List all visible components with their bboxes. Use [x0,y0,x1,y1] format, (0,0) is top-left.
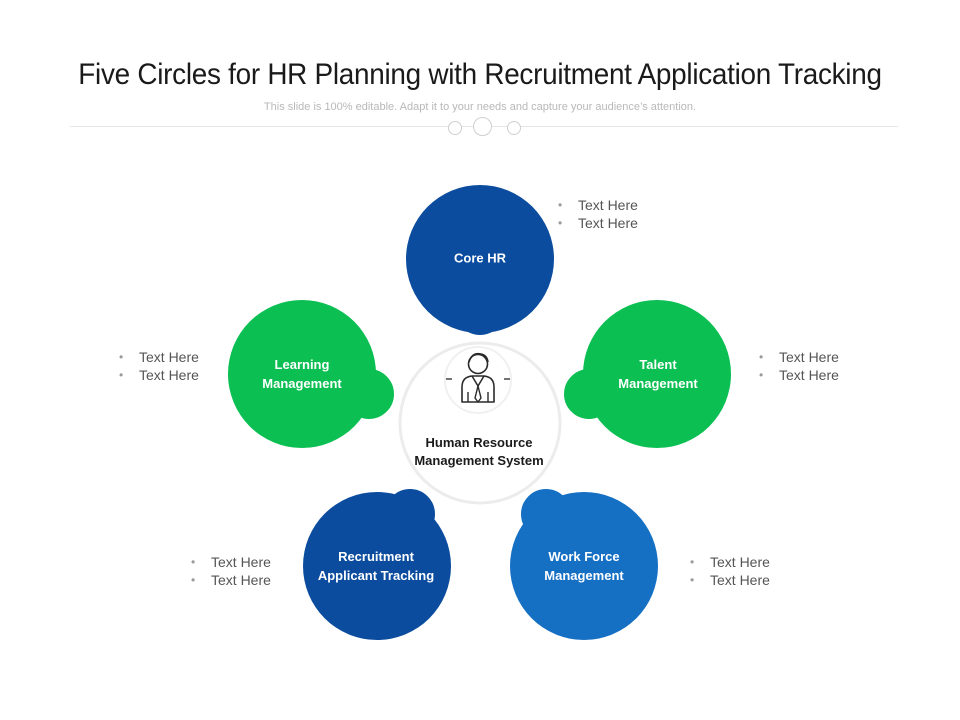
center-hub-label: Human Resource Management System [414,434,543,470]
core-hr-bullets: Text Here Text Here [558,196,638,232]
node-recruitment-applicant-tracking [303,483,451,640]
work-force-management-bullets: Text Here Text Here [690,553,770,589]
bullet-item: Text Here [690,553,770,571]
bullet-item: Text Here [119,348,199,366]
slide-subtitle: This slide is 100% editable. Adapt it to… [263,101,697,113]
center-hub-circle [398,341,562,505]
talent-management-label: Talent Management [618,355,697,393]
recruitment-applicant-tracking-label: Recruitment Applicant Tracking [318,547,434,585]
recruitment-applicant-tracking-circle [303,492,451,640]
slide-title: Five Circles for HR Planning with Recrui… [78,58,882,91]
bullet-item: Text Here [690,571,770,589]
recruitment-applicant-tracking-bullets: Text Here Text Here [191,553,271,589]
business-person-icon [444,346,512,414]
divider-dot-left [448,121,462,135]
node-learning-management [228,300,400,448]
work-force-management-label-line1: Work Force [548,549,620,564]
bullet-item: Text Here [191,553,271,571]
work-force-management-label: Work Force Management [544,547,623,585]
bullet-item: Text Here [558,214,638,232]
core-hr-label: Core HR [454,249,506,268]
bullet-item: Text Here [119,366,199,384]
bullet-item: Text Here [759,366,839,384]
core-hr-label-line1: Core HR [453,250,507,266]
node-core-hr [406,185,554,341]
bullet-item: Text Here [191,571,271,589]
learning-management-label: Learning Management [262,355,341,393]
learning-management-label-line2: Management [262,376,342,391]
talent-management-label-line1: Talent [639,357,677,372]
recruitment-applicant-tracking-label-line1: Recruitment [338,549,414,564]
recruitment-applicant-tracking-label-line2: Applicant Tracking [317,568,435,583]
talent-management-bullets: Text Here Text Here [759,348,839,384]
talent-management-circle [583,300,731,448]
work-force-management-label-line2: Management [544,568,624,583]
divider-dot-right [507,121,521,135]
core-hr-circle [406,185,554,333]
center-hub-label-line1: Human Resource [425,435,533,450]
learning-management-bullets: Text Here Text Here [119,348,199,384]
node-work-force-management [510,483,658,640]
bullet-item: Text Here [759,348,839,366]
learning-management-circle [228,300,376,448]
center-hub-label-line2: Management System [414,453,544,468]
talent-management-label-line2: Management [618,376,698,391]
bullet-item: Text Here [558,196,638,214]
node-talent-management [558,300,731,448]
learning-management-label-line1: Learning [274,357,330,372]
work-force-management-circle [510,492,658,640]
divider-dot-center [473,117,492,136]
